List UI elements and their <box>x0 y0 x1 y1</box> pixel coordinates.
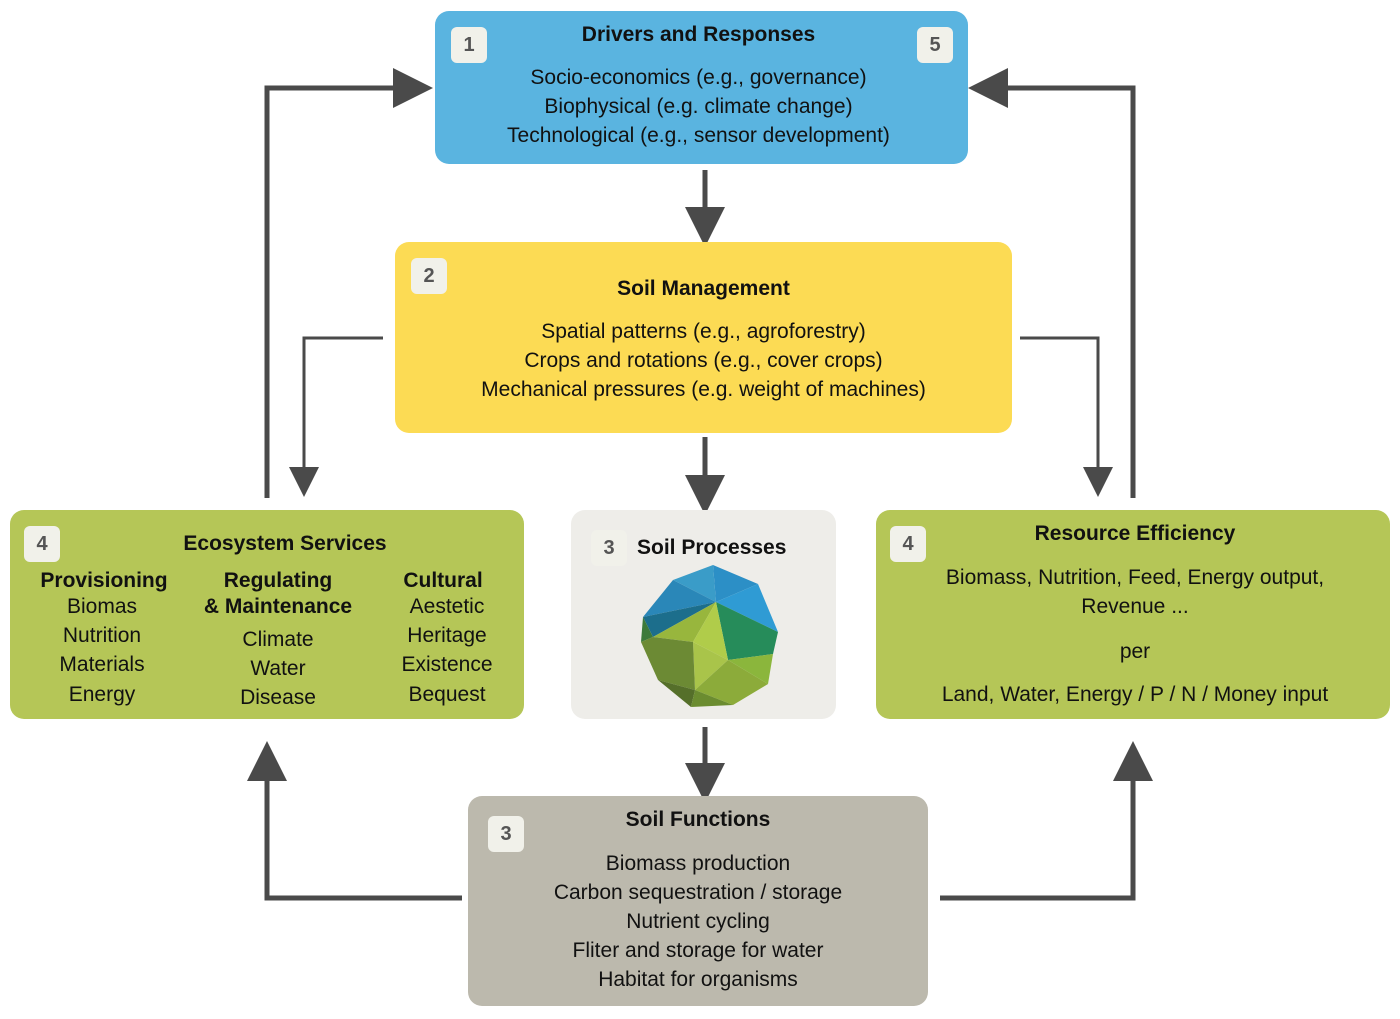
management-item: Crops and rotations (e.g., cover crops) <box>524 349 883 372</box>
step-badge-4: 4 <box>890 526 926 562</box>
step-badge-3: 3 <box>591 530 627 566</box>
regulating-item: Water <box>250 657 306 680</box>
functions-item: Nutrient cycling <box>626 910 770 933</box>
resource-outputs-cont: Revenue ... <box>1081 595 1189 618</box>
provisioning-item: Materials <box>59 653 145 676</box>
processes-title: Soil Processes <box>637 536 787 559</box>
drivers-item: Socio-economics (e.g., governance) <box>530 66 867 89</box>
arrow-functions-to-ecosystem <box>247 741 462 901</box>
arrow-management-to-resource <box>1020 336 1113 497</box>
functions-item: Biomass production <box>605 852 791 875</box>
cultural-heading: Cultural <box>403 569 483 592</box>
arrow-management-to-ecosystem <box>289 336 383 497</box>
provisioning-item: Nutrition <box>62 624 142 647</box>
resource-title: Resource Efficiency <box>1034 522 1236 545</box>
functions-item: Habitat for organisms <box>598 968 798 991</box>
functions-item: Fliter and storage for water <box>572 939 824 962</box>
ecosystem-services-box: 4 Ecosystem Services Provisioning Biomas… <box>10 510 524 719</box>
step-badge-2: 2 <box>411 258 447 294</box>
cultural-item: Heritage <box>407 624 487 647</box>
drivers-title: Drivers and Responses <box>581 23 816 46</box>
cultural-item: Aestetic <box>409 595 485 618</box>
drivers-item: Technological (e.g., sensor development) <box>507 124 890 147</box>
resource-outputs: Biomass, Nutrition, Feed, Energy output, <box>945 566 1325 589</box>
regulating-heading: Regulating <box>223 569 333 592</box>
management-item: Spatial patterns (e.g., agroforestry) <box>541 320 866 343</box>
soil-polyhedron-logo <box>641 565 778 707</box>
arrow-ecosystem-to-drivers <box>264 68 433 498</box>
arrow-resource-to-drivers <box>968 68 1136 498</box>
regulating-item: Disease <box>240 686 316 709</box>
resource-efficiency-box: 4 Resource Efficiency Biomass, Nutrition… <box>876 510 1390 719</box>
drivers-item: Biophysical (e.g. climate change) <box>544 95 853 118</box>
provisioning-item: Energy <box>68 683 136 706</box>
resource-per: per <box>1119 640 1151 663</box>
provisioning-item: Biomas <box>66 595 138 618</box>
management-title: Soil Management <box>617 277 790 300</box>
step-badge-1: 1 <box>451 27 487 63</box>
functions-item: Carbon sequestration / storage <box>553 881 843 904</box>
arrow-functions-to-resource <box>940 741 1153 901</box>
step-badge-5: 5 <box>917 27 953 63</box>
cultural-item: Bequest <box>408 683 486 706</box>
ecosystem-title: Ecosystem Services <box>183 532 387 555</box>
step-badge-3: 3 <box>488 816 524 852</box>
management-item: Mechanical pressures (e.g. weight of mac… <box>481 378 926 401</box>
resource-inputs: Land, Water, Energy / P / N / Money inpu… <box>941 683 1329 706</box>
functions-title: Soil Functions <box>625 808 771 831</box>
cultural-item: Existence <box>401 653 493 676</box>
step-badge-4: 4 <box>24 526 60 562</box>
soil-processes-box: 3 Soil Processes <box>571 510 836 719</box>
drivers-responses-box: 1 5 Drivers and Responses Socio-economic… <box>435 11 968 164</box>
soil-management-box: 2 Soil Management Spatial patterns (e.g.… <box>395 242 1012 433</box>
provisioning-heading: Provisioning <box>40 569 168 592</box>
soil-functions-box: 3 Soil Functions Biomass production Carb… <box>468 796 928 1006</box>
regulating-heading-line2: & Maintenance <box>203 595 353 618</box>
regulating-item: Climate <box>242 628 314 651</box>
